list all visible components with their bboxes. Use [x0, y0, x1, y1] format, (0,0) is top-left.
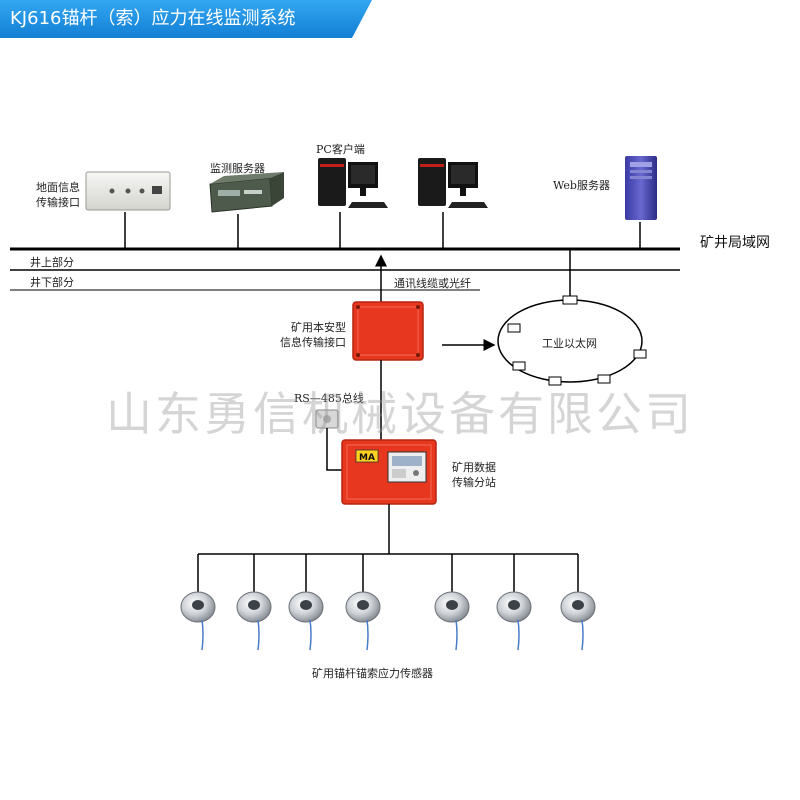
below-ground-label: 井下部分 — [30, 276, 74, 289]
anchor-stress-sensor — [434, 554, 470, 651]
substation-label: 矿用数据 传输分站 — [452, 460, 496, 490]
mine-lan-label: 矿井局域网 — [700, 235, 770, 251]
pc-client-1 — [318, 158, 388, 208]
substation-label-line2: 传输分站 — [452, 476, 496, 489]
substation-label-line1: 矿用数据 — [452, 461, 496, 474]
web-server-device — [625, 156, 657, 220]
pc-client-label: PC客户端 — [316, 143, 365, 156]
ma-badge: MA — [359, 453, 375, 463]
anchor-stress-sensor — [236, 554, 272, 651]
ground-interface-device — [85, 171, 171, 211]
rs485-connector — [315, 409, 339, 429]
anchor-stress-sensor — [560, 554, 596, 651]
title-banner-shape — [0, 0, 372, 38]
monitor-server-device — [209, 172, 284, 213]
pc-client-2 — [418, 158, 488, 208]
ground-interface-label-line2: 传输接口 — [36, 196, 80, 209]
above-ground-label: 井上部分 — [30, 256, 74, 269]
safe-interface-box — [352, 301, 424, 361]
ground-interface-label-line1: 地面信息 — [36, 181, 80, 194]
data-substation-box: MA — [341, 439, 437, 505]
safe-interface-label-line1: 矿用本安型 — [291, 321, 346, 334]
ethernet-label: 工业以太网 — [542, 337, 597, 350]
rs485-label: RS—485总线 — [294, 392, 364, 405]
sensor-group — [180, 554, 596, 651]
sensors-label: 矿用锚杆锚索应力传感器 — [312, 667, 433, 680]
watermark: 山东勇信机械设备有限公司 — [106, 387, 694, 441]
anchor-stress-sensor — [288, 554, 324, 651]
web-server-label: Web服务器 — [553, 179, 610, 192]
anchor-stress-sensor — [496, 554, 532, 651]
safe-interface-label-line2: 信息传输接口 — [280, 336, 346, 349]
title-banner: KJ616锚杆（索）应力在线监测系统 — [0, 0, 372, 40]
cable-label: 通讯线缆或光纤 — [394, 277, 471, 290]
safe-interface-label: 矿用本安型 信息传输接口 — [262, 320, 346, 350]
anchor-stress-sensor — [345, 554, 381, 651]
monitor-server-label: 监测服务器 — [210, 162, 265, 175]
ground-interface-label: 地面信息 传输接口 — [24, 180, 80, 210]
industrial-ethernet-ring — [497, 295, 647, 386]
anchor-stress-sensor — [180, 554, 216, 651]
page-title: KJ616锚杆（索）应力在线监测系统 — [10, 8, 296, 29]
